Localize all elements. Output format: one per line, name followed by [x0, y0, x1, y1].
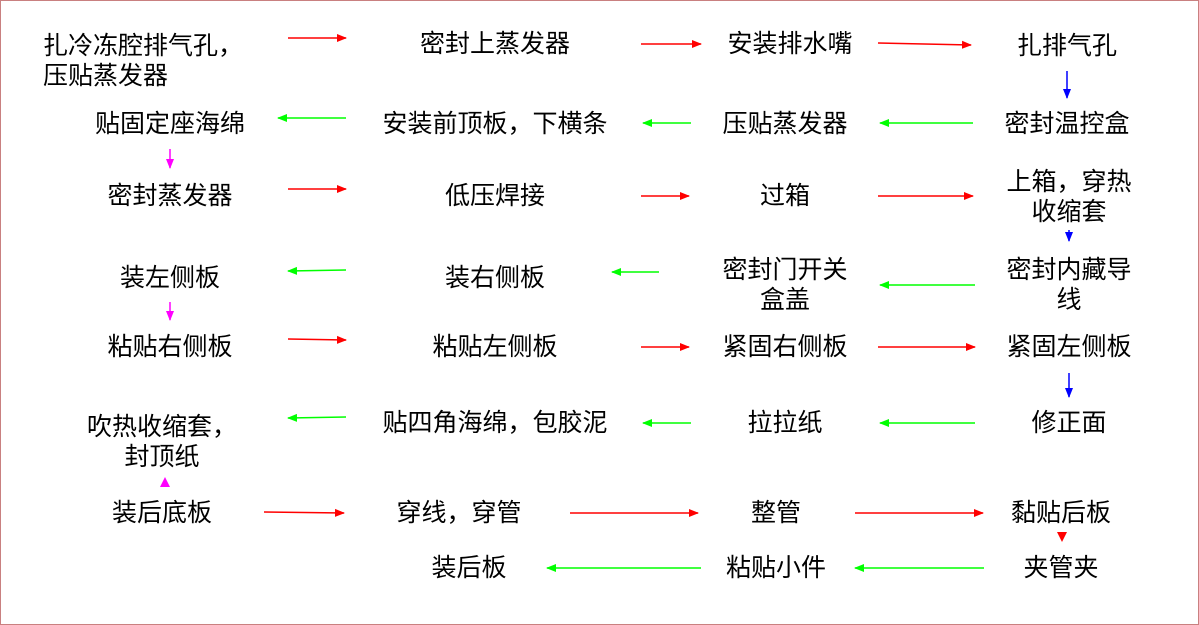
- step-low-pressure-welding: 低压焊接: [444, 181, 546, 210]
- step-correct-surface: 修正面: [1031, 408, 1107, 437]
- step-press-evaporator: 压贴蒸发器: [722, 109, 848, 138]
- step-pierce-freezer-vent-press-evaporator: 扎冷冻腔排气孔， 压贴蒸发器: [43, 31, 244, 90]
- step-fasten-right-panel: 紧固右侧板: [722, 332, 848, 361]
- step-install-right-panel: 装右侧板: [444, 263, 546, 292]
- step-fasten-left-panel: 紧固左侧板: [1006, 332, 1132, 361]
- step-install-front-top-panel: 安装前顶板，下横条: [382, 109, 608, 138]
- arrow-n15-n16: [287, 266, 347, 275]
- step-load-cabinet-heat-shrink: 上箱，穿热 收缩套: [1006, 167, 1132, 226]
- arrow-n3-n4: [877, 40, 972, 49]
- step-seal-thermostat-box: 密封温控盒: [1004, 109, 1130, 138]
- step-arrange-pipes: 整管: [750, 498, 802, 527]
- arrow-n23-n24: [287, 413, 347, 422]
- step-pierce-vent: 扎排气孔: [1016, 31, 1118, 60]
- step-seal-door-switch-cover: 密封门开关 盒盖: [722, 255, 848, 314]
- step-pass-cabinet: 过箱: [759, 181, 811, 210]
- arrow-n25-n24: [160, 477, 170, 487]
- step-stick-rear-panel: 黏贴后板: [1010, 498, 1112, 527]
- step-thread-wire-pipe: 穿线，穿管: [396, 498, 522, 527]
- step-seal-evaporator: 密封蒸发器: [107, 181, 233, 210]
- step-seal-concealed-wire: 密封内藏导 线: [1006, 255, 1132, 314]
- step-glue-small-parts: 粘贴小件: [725, 553, 827, 582]
- step-blow-heat-shrink-seal-top: 吹热收缩套， 封顶纸: [86, 412, 238, 471]
- step-install-left-panel: 装左侧板: [119, 263, 221, 292]
- step-install-rear-panel: 装后板: [431, 553, 507, 582]
- arrow-n25-n26: [263, 508, 345, 517]
- step-corner-sponge-putty: 贴四角海绵，包胶泥: [382, 408, 608, 437]
- step-pipe-clamp: 夹管夹: [1023, 553, 1099, 582]
- step-install-rear-bottom-panel: 装后底板: [111, 498, 213, 527]
- arrow-n17-n18: [287, 335, 347, 344]
- step-glue-right-panel: 粘贴右侧板: [107, 332, 233, 361]
- step-seal-upper-evaporator: 密封上蒸发器: [419, 29, 571, 58]
- arrow-n28-n29: [1057, 532, 1067, 542]
- step-glue-left-panel: 粘贴左侧板: [432, 332, 558, 361]
- step-stick-mount-sponge: 贴固定座海绵: [94, 109, 246, 138]
- step-install-drain-nozzle: 安装排水嘴: [727, 29, 853, 58]
- step-pull-paper: 拉拉纸: [747, 408, 823, 437]
